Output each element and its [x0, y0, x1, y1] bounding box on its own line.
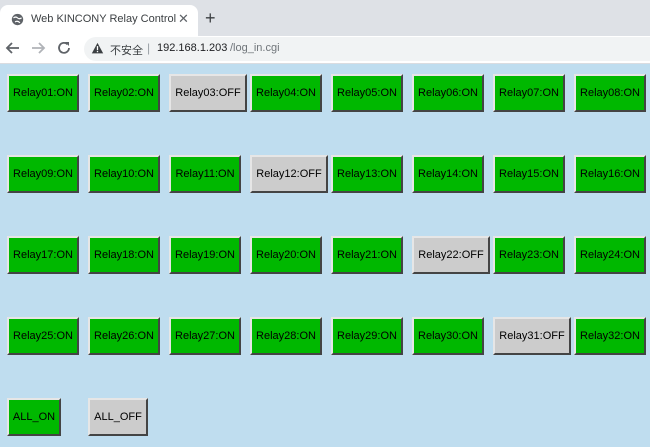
relay-button-25[interactable]: Relay25:ON — [7, 317, 79, 355]
relay-button-14[interactable]: Relay14:ON — [412, 155, 484, 193]
relay-button-12[interactable]: Relay12:OFF — [250, 155, 328, 193]
relay-button-05[interactable]: Relay05:ON — [331, 74, 403, 112]
relay-button-08[interactable]: Relay08:ON — [574, 74, 646, 112]
not-secure-label[interactable]: 不安全 — [110, 45, 143, 57]
close-tab-icon[interactable]: ✕ — [178, 11, 189, 26]
browser-tab-strip: Web KINCONY Relay Control ✕ + — [0, 0, 650, 36]
relay-button-21[interactable]: Relay21:ON — [331, 236, 403, 274]
relay-button-19[interactable]: Relay19:ON — [169, 236, 241, 274]
url-host[interactable]: 192.168.1.203 — [157, 42, 228, 54]
browser-tab[interactable]: Web KINCONY Relay Control ✕ — [0, 5, 198, 36]
relay-button-06[interactable]: Relay06:ON — [412, 74, 484, 112]
relay-button-20[interactable]: Relay20:ON — [250, 236, 322, 274]
relay-button-30[interactable]: Relay30:ON — [412, 317, 484, 355]
reload-icon[interactable] — [56, 40, 72, 56]
relay-button-15[interactable]: Relay15:ON — [493, 155, 565, 193]
new-tab-button[interactable]: + — [205, 8, 216, 28]
relay-button-10[interactable]: Relay10:ON — [88, 155, 160, 193]
relay-button-23[interactable]: Relay23:ON — [493, 236, 565, 274]
relay-button-18[interactable]: Relay18:ON — [88, 236, 160, 274]
relay-button-31[interactable]: Relay31:OFF — [493, 317, 571, 355]
relay-button-29[interactable]: Relay29:ON — [331, 317, 403, 355]
relay-button-16[interactable]: Relay16:ON — [574, 155, 646, 193]
relay-button-03[interactable]: Relay03:OFF — [169, 74, 247, 112]
relay-button-28[interactable]: Relay28:ON — [250, 317, 322, 355]
relay-button-07[interactable]: Relay07:ON — [493, 74, 565, 112]
all-off-button[interactable]: ALL_OFF — [88, 398, 148, 436]
url-separator: | — [147, 41, 151, 55]
relay-button-24[interactable]: Relay24:ON — [574, 236, 646, 274]
browser-toolbar: 不安全 | 192.168.1.203 /log_in.cgi — [0, 36, 650, 64]
all-on-button[interactable]: ALL_ON — [7, 398, 61, 436]
relay-button-01[interactable]: Relay01:ON — [7, 74, 79, 112]
tab-title: Web KINCONY Relay Control — [31, 13, 177, 25]
relay-button-09[interactable]: Relay09:ON — [7, 155, 79, 193]
relay-button-11[interactable]: Relay11:ON — [169, 155, 241, 193]
warning-icon[interactable] — [91, 42, 104, 55]
relay-button-22[interactable]: Relay22:OFF — [412, 236, 490, 274]
globe-icon — [11, 13, 24, 26]
relay-button-04[interactable]: Relay04:ON — [250, 74, 322, 112]
url-path[interactable]: /log_in.cgi — [230, 42, 280, 54]
address-bar[interactable]: 不安全 | 192.168.1.203 /log_in.cgi — [84, 37, 650, 61]
relay-button-26[interactable]: Relay26:ON — [88, 317, 160, 355]
relay-button-02[interactable]: Relay02:ON — [88, 74, 160, 112]
relay-button-17[interactable]: Relay17:ON — [7, 236, 79, 274]
relay-button-27[interactable]: Relay27:ON — [169, 317, 241, 355]
forward-arrow-icon[interactable] — [30, 40, 46, 56]
back-arrow-icon[interactable] — [5, 40, 21, 56]
relay-button-32[interactable]: Relay32:ON — [574, 317, 646, 355]
relay-button-13[interactable]: Relay13:ON — [331, 155, 403, 193]
